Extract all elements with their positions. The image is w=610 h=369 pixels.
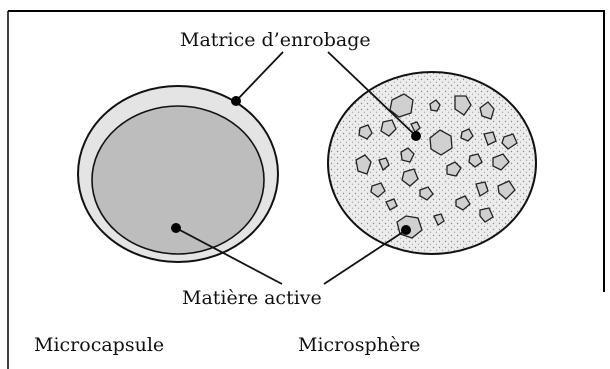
microsphere-label: Microsphère (298, 334, 420, 356)
microcapsule-label: Microcapsule (34, 334, 164, 356)
coating-dot (231, 96, 241, 106)
microcapsule-shape (78, 86, 278, 262)
coating-dot (411, 131, 421, 141)
microsphere-shape (328, 72, 536, 254)
leader-line (236, 52, 283, 101)
coating-matrix-label: Matrice d’enrobage (180, 29, 371, 51)
active-dot (171, 223, 181, 233)
leader-line (324, 230, 406, 284)
active-substance-label: Matière active (182, 287, 322, 309)
active-dot (401, 225, 411, 235)
